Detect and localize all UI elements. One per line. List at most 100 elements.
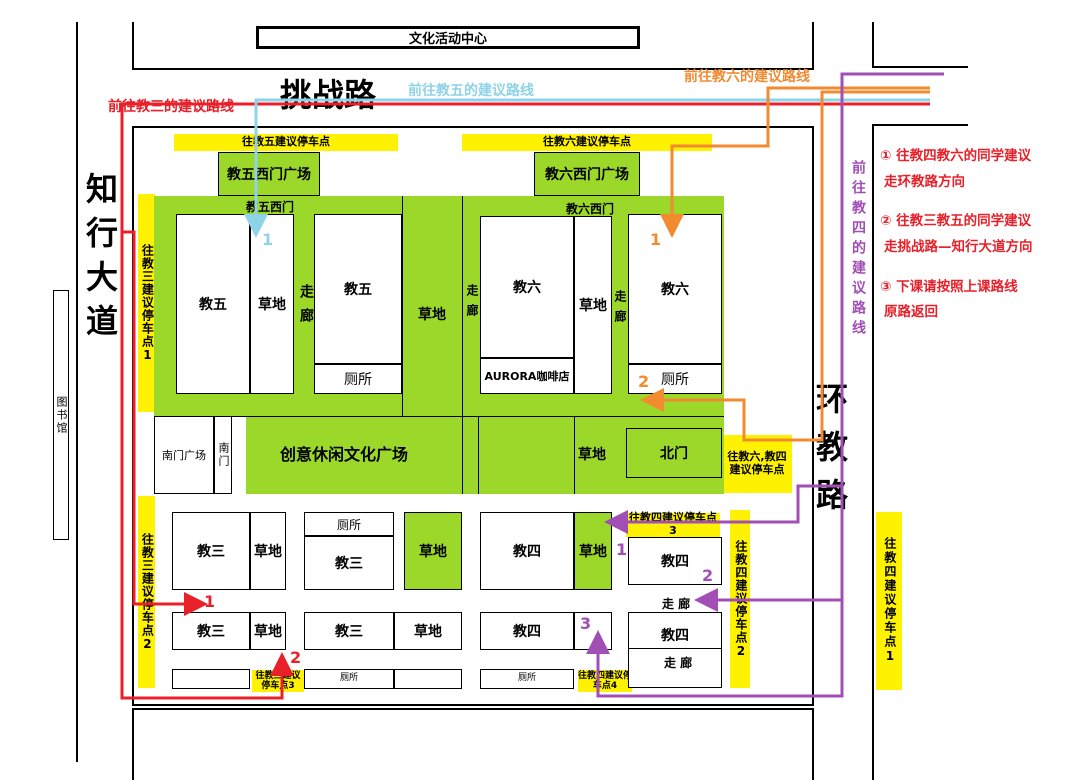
green-divider-2 bbox=[462, 196, 463, 494]
south-gate-plaza[interactable]: 南门广场 bbox=[154, 416, 214, 494]
jiao5-building-b[interactable]: 教五 bbox=[314, 214, 402, 364]
jiao3-building-b[interactable]: 教三 bbox=[304, 536, 394, 590]
jiao3-toilet-top-label: 厕所 bbox=[336, 517, 361, 532]
jiao6-west-plaza-label: 教六西门广场 bbox=[545, 167, 629, 183]
jiao5-west-plaza-label: 教五西门广场 bbox=[227, 167, 311, 183]
parking-jiao4-1-label: 往教四建议停车点1 bbox=[882, 537, 897, 665]
jiao5-west-gate[interactable]: 教五西门 bbox=[246, 200, 295, 214]
parking-jiao5[interactable]: 往教五建议停车点 bbox=[174, 134, 398, 151]
jiao6-toilet-label: 厕所 bbox=[661, 372, 689, 388]
route-jiao3 bbox=[120, 102, 930, 700]
note-line-1: ① 往教四教六的同学建议 bbox=[880, 148, 1032, 164]
jiao6-lawn-label: 草地 bbox=[579, 298, 607, 314]
jiao5-lawn[interactable]: 草地 bbox=[250, 214, 294, 394]
road-line-right-mid2 bbox=[872, 124, 968, 126]
aurora-cafe[interactable]: AURORA咖啡店 bbox=[480, 358, 574, 394]
jiao3-toilet-bottom-b-label: 厕所 bbox=[339, 673, 358, 683]
challenge-road-label: 挑战路 bbox=[280, 76, 377, 114]
jiao3-toilet-bottom-c[interactable] bbox=[394, 669, 462, 689]
road-line-right-top2 bbox=[872, 22, 874, 68]
road-line-bottom-left bbox=[132, 708, 134, 780]
jiao3-building-a[interactable]: 教三 bbox=[172, 512, 250, 590]
jiao5-west-plaza[interactable]: 教五西门广场 bbox=[218, 152, 320, 196]
jiao3-lawn-a[interactable]: 草地 bbox=[250, 512, 286, 590]
jiao6-a-label: 教六 bbox=[513, 280, 541, 296]
jiao6-building-a[interactable]: 教六 bbox=[480, 216, 574, 358]
jiao3-b-label: 教三 bbox=[335, 556, 363, 572]
route-jiao6-branch bbox=[640, 90, 930, 442]
jiao3-lawn-a-label: 草地 bbox=[254, 544, 282, 560]
jiao4-c-label: 教四 bbox=[513, 624, 541, 640]
route-jiao4 bbox=[586, 72, 944, 698]
aurora-cafe-label: AURORA咖啡店 bbox=[484, 370, 570, 383]
marker-jiao3-2: 2 bbox=[290, 648, 302, 667]
parking-jiao6[interactable]: 往教六建议停车点 bbox=[462, 134, 712, 151]
jiao5-toilet[interactable]: 厕所 bbox=[314, 364, 402, 394]
route-jiao5 bbox=[244, 98, 930, 238]
green-divider-1 bbox=[402, 196, 403, 416]
road-line-right-mid bbox=[872, 124, 874, 780]
parking-jiao6-label: 往教六建议停车点 bbox=[543, 135, 631, 149]
marker-jiao4-2: 2 bbox=[702, 566, 714, 585]
marker-jiao4-3: 3 bbox=[580, 614, 592, 633]
parking-jiao6-jiao4-label: 往教六,教四建议停车点 bbox=[727, 450, 787, 476]
parking-jiao4-1[interactable]: 往教四建议停车点1 bbox=[876, 512, 902, 690]
jiao5-building-a[interactable]: 教五 bbox=[176, 214, 250, 394]
jiao4-d-label: 教四 bbox=[661, 628, 689, 644]
cultural-center[interactable]: 文化活动中心 bbox=[256, 26, 640, 49]
jiao3-lawn-b-label: 草地 bbox=[419, 544, 447, 560]
jiao4-building-a[interactable]: 教四 bbox=[480, 512, 574, 590]
jiao4-building-d[interactable]: 教四 bbox=[628, 612, 722, 688]
marker-jiao4-1: 1 bbox=[616, 540, 628, 559]
route-jiao4-branch-a bbox=[604, 484, 842, 534]
jiao4-a-label: 教四 bbox=[513, 544, 541, 560]
jiao3-toilet-bottom-b[interactable]: 厕所 bbox=[304, 669, 394, 689]
jiao3-building-d[interactable]: 教三 bbox=[304, 612, 394, 650]
jiao3-lawn-d[interactable]: 草地 bbox=[394, 612, 462, 650]
jiao5-corridor: 走廊 bbox=[298, 284, 314, 332]
jiao4-building-b[interactable]: 教四 bbox=[628, 537, 722, 585]
jiao6-corridor-a: 走廊 bbox=[465, 284, 479, 324]
creative-plaza-label: 创意休闲文化广场 bbox=[280, 445, 409, 464]
route-label-jiao4: 前往教四的建议路线 bbox=[850, 160, 866, 340]
jiao3-lawn-c[interactable]: 草地 bbox=[250, 612, 286, 650]
road-line-top bbox=[132, 68, 814, 70]
jiao4-building-c[interactable]: 教四 bbox=[480, 612, 574, 650]
jiao6-building-b[interactable]: 教六 bbox=[628, 214, 722, 364]
jiao5-toilet-label: 厕所 bbox=[344, 372, 372, 388]
road-line-left-outer bbox=[76, 22, 78, 762]
marker-jiao6-1: 1 bbox=[650, 230, 662, 249]
jiao6-west-gate[interactable]: 教六西门 bbox=[566, 202, 615, 216]
jiao6-lawn[interactable]: 草地 bbox=[574, 216, 612, 394]
parking-jiao3-1-label: 往教三建议停车点1 bbox=[140, 243, 155, 363]
parking-jiao6-jiao4[interactable]: 往教六,教四建议停车点 bbox=[722, 435, 792, 493]
note-line-4: 走挑战路—知行大道方向 bbox=[884, 238, 1033, 255]
jiao3-building-c[interactable]: 教三 bbox=[172, 612, 250, 650]
jiao3-toilet-top[interactable]: 厕所 bbox=[304, 512, 394, 536]
north-gate-label: 北门 bbox=[660, 446, 688, 462]
marker-jiao5-1: 1 bbox=[262, 230, 274, 249]
parking-jiao3-2[interactable]: 往教三建议停车点2 bbox=[138, 496, 155, 688]
jiao3-toilet-bottom-a[interactable] bbox=[172, 669, 250, 689]
note-line-3: ② 往教三教五的同学建议 bbox=[880, 213, 1032, 230]
parking-jiao4-4-label: 往教四建议停车点4 bbox=[578, 670, 633, 691]
road-line-right-top3 bbox=[872, 66, 968, 68]
parking-jiao3-1[interactable]: 往教三建议停车点1 bbox=[138, 194, 155, 412]
north-gate[interactable]: 北门 bbox=[626, 428, 722, 478]
parking-jiao4-3[interactable]: 往教四建议停车点3 bbox=[626, 511, 720, 537]
jiao4-toilet-bottom[interactable]: 厕所 bbox=[480, 669, 574, 689]
parking-jiao4-4[interactable]: 往教四建议停车点4 bbox=[578, 670, 632, 692]
library[interactable]: 图书馆 bbox=[53, 290, 69, 540]
road-line-bottom-right bbox=[812, 708, 814, 780]
jiao4-b-label: 教四 bbox=[661, 554, 689, 570]
jiao4-divider bbox=[628, 648, 722, 649]
jiao6-west-plaza[interactable]: 教六西门广场 bbox=[534, 152, 640, 196]
jiao5-lawn-label: 草地 bbox=[258, 297, 286, 313]
jiao3-a-label: 教三 bbox=[197, 544, 225, 560]
jiao3-lawn-b[interactable]: 草地 bbox=[404, 512, 462, 590]
jiao5-lawn-east: 草地 bbox=[418, 307, 446, 323]
marker-jiao3-1: 1 bbox=[204, 592, 216, 611]
south-gate[interactable]: 南门 bbox=[214, 416, 232, 494]
creative-plaza[interactable] bbox=[246, 416, 612, 494]
jiao4-corridor-b: 走 廊 bbox=[664, 656, 693, 670]
